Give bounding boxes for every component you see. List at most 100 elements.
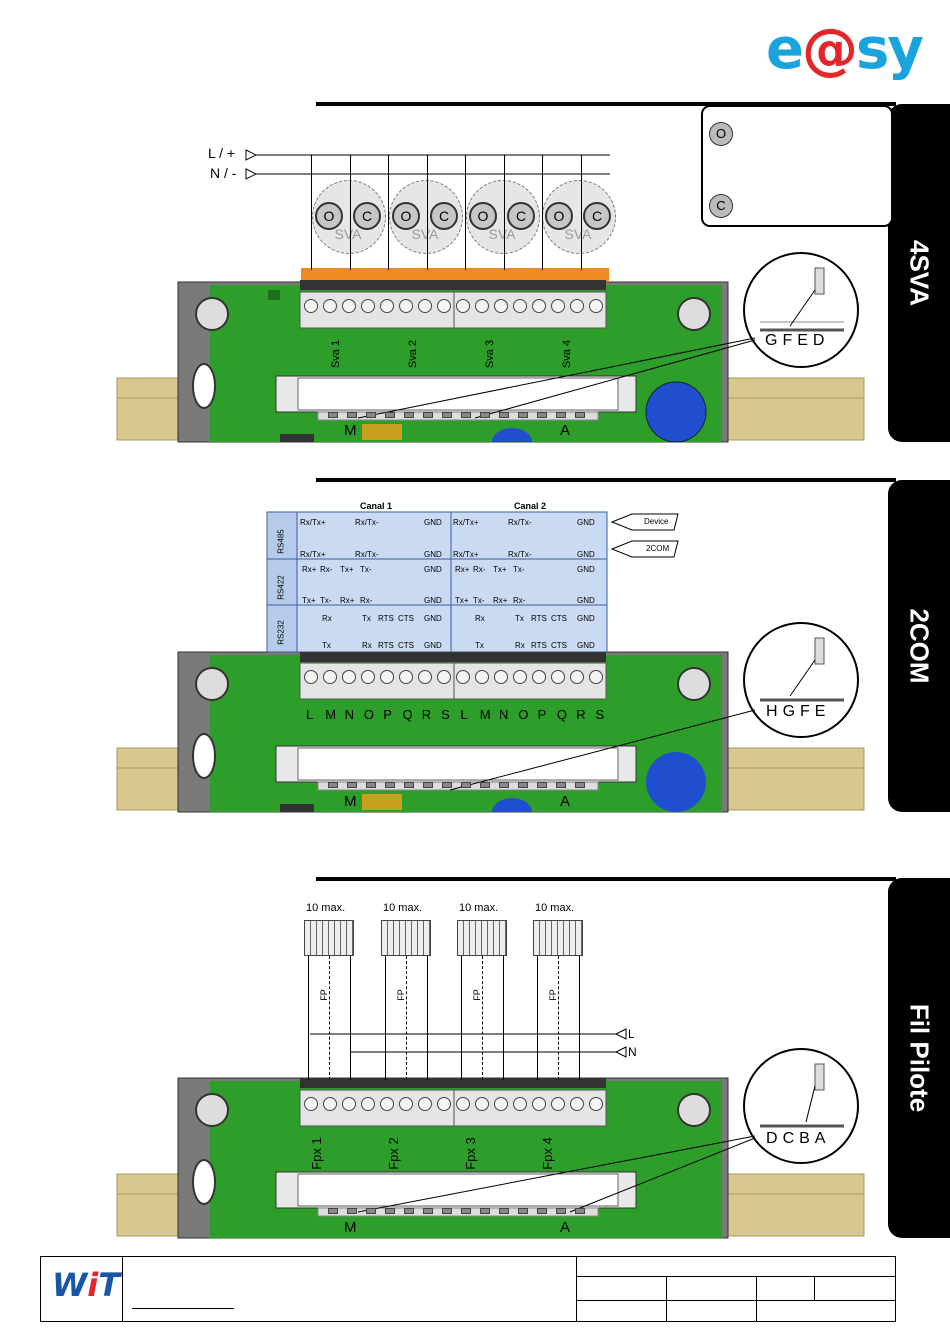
- connector-pin: [347, 782, 357, 788]
- connector-pin: [423, 1208, 433, 1214]
- fp-channel-label: Fpx 4: [539, 1137, 555, 1170]
- terminal-screw: [304, 1097, 318, 1111]
- signal-label: Rx: [515, 641, 525, 650]
- signal-label: GND: [577, 518, 595, 527]
- zoom-letters-4sva: GFED: [765, 332, 830, 349]
- signal-label: GND: [577, 596, 595, 605]
- terminal-screw: [342, 299, 356, 313]
- signal-label: Rx: [475, 614, 485, 623]
- terminal-screw: [551, 670, 565, 684]
- connector-pin: [499, 782, 509, 788]
- wire: [350, 956, 351, 1080]
- signal-label: Tx-: [473, 596, 485, 605]
- wire: [427, 956, 428, 1080]
- connector-pin: [575, 412, 585, 418]
- connector-pin: [442, 782, 452, 788]
- arrow-device-label: Device: [644, 517, 669, 526]
- terminal-screw: [551, 299, 565, 313]
- supply-n-label: N / -: [210, 165, 237, 181]
- signal-label: Tx: [475, 641, 484, 650]
- terminal-screw: [513, 299, 527, 313]
- valve-label: SVA: [334, 226, 362, 242]
- wire: [579, 956, 580, 1080]
- signal-label: GND: [424, 641, 442, 650]
- signal-label: RTS: [378, 614, 394, 623]
- terminal-screw: [494, 1097, 508, 1111]
- signal-label: Rx+: [455, 565, 470, 574]
- zoom-letters-fp: DCBA: [766, 1130, 831, 1147]
- terminal-screw: [475, 670, 489, 684]
- terminal-letter: N: [344, 707, 354, 722]
- max-label: 10 max.: [383, 902, 423, 914]
- terminal-screw: [437, 299, 451, 313]
- connector-pin: [518, 1208, 528, 1214]
- fp-label: FP: [318, 989, 329, 1001]
- connector-pin: [518, 782, 528, 788]
- wit-logo: WiT: [52, 1266, 121, 1304]
- terminal-screw: [304, 299, 318, 313]
- connector-pin: [461, 782, 471, 788]
- connector-pin: [480, 1208, 490, 1214]
- terminal-letter: M: [325, 707, 337, 722]
- signal-label: GND: [424, 614, 442, 623]
- radiator-icon: [533, 920, 583, 956]
- connector-pin: [404, 1208, 414, 1214]
- signal-label: Rx+: [302, 565, 317, 574]
- connector-pin: [461, 412, 471, 418]
- connector-pin: [366, 1208, 376, 1214]
- fp-wire: [558, 956, 559, 1080]
- terminal-screw: [418, 299, 432, 313]
- signal-label: Rx-: [320, 565, 333, 574]
- wire: [349, 155, 351, 270]
- section-rule-fp: [316, 877, 896, 881]
- terminal-screw: [475, 1097, 489, 1111]
- row-start-4sva: M: [344, 422, 357, 439]
- signal-label: CTS: [551, 641, 567, 650]
- footer-divider: [122, 1256, 123, 1322]
- signal-label: Rx/Tx+: [300, 550, 326, 559]
- connector-pin: [366, 412, 376, 418]
- fp-wire: [406, 956, 407, 1080]
- terminal-screw: [304, 670, 318, 684]
- terminal-screw: [589, 670, 603, 684]
- terminal-letter: Q: [556, 707, 568, 722]
- valve-open-icon: O: [469, 202, 497, 230]
- terminal-screw: [513, 1097, 527, 1111]
- signal-label: Rx+: [493, 596, 508, 605]
- signal-label: GND: [577, 550, 595, 559]
- signal-label: Rx: [322, 614, 332, 623]
- line-n-label: N: [628, 1045, 637, 1059]
- terminal-screw: [570, 1097, 584, 1111]
- signal-label: Rx: [362, 641, 372, 650]
- connector-pin: [328, 412, 338, 418]
- signal-label: Tx+: [340, 565, 354, 574]
- signal-label: RTS: [378, 641, 394, 650]
- terminal-letter: R: [576, 707, 586, 722]
- connector-pin: [499, 1208, 509, 1214]
- terminal-screw: [456, 1097, 470, 1111]
- terminal-screw: [380, 299, 394, 313]
- wire: [461, 956, 462, 1080]
- terminal-screw: [589, 1097, 603, 1111]
- terminal-screw: [513, 670, 527, 684]
- terminal-screw: [342, 670, 356, 684]
- wire: [580, 155, 582, 270]
- connector-pin: [575, 782, 585, 788]
- valve-open-icon: O: [545, 202, 573, 230]
- terminal-screw: [380, 670, 394, 684]
- signal-label: Rx-: [473, 565, 486, 574]
- connector-pin: [385, 412, 395, 418]
- fp-channel-label: Fpx 3: [462, 1137, 478, 1170]
- max-label: 10 max.: [535, 902, 575, 914]
- terminal-screw: [532, 1097, 546, 1111]
- terminal-screw: [456, 299, 470, 313]
- terminal-screw: [418, 1097, 432, 1111]
- valve-close-icon: C: [507, 202, 535, 230]
- terminal-letter: R: [421, 707, 432, 722]
- terminal-screw: [342, 1097, 356, 1111]
- wire: [426, 155, 428, 270]
- canal2-label: Canal 2: [514, 501, 547, 511]
- terminal-screw: [323, 299, 337, 313]
- row-end-fp: A: [560, 1219, 571, 1236]
- connector-pin: [442, 1208, 452, 1214]
